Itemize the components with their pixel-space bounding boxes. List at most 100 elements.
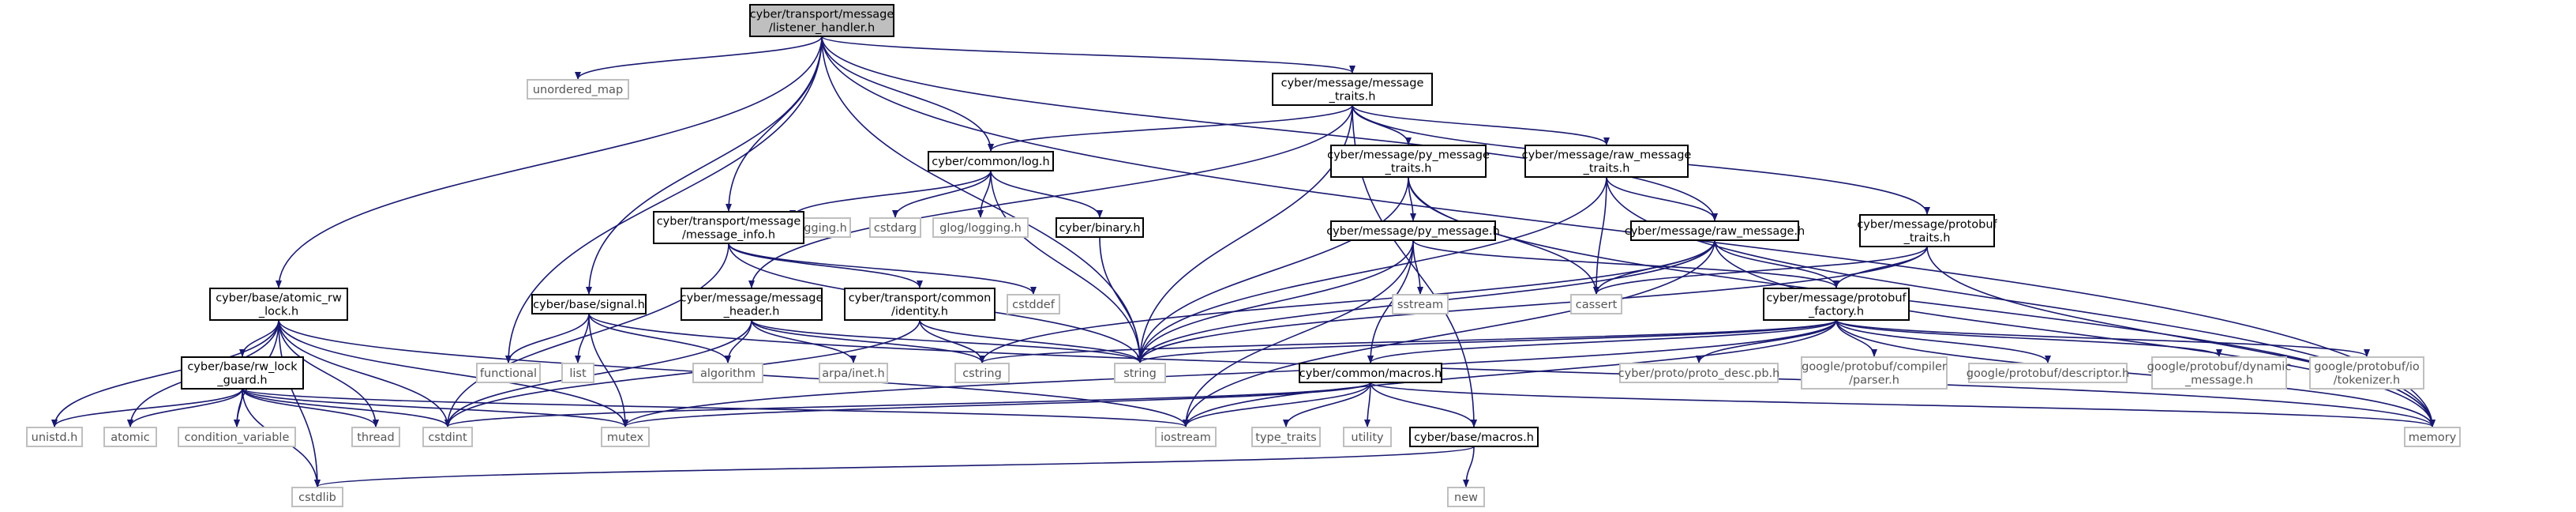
- node-box: [351, 427, 400, 447]
- node-box: [1155, 427, 1217, 447]
- edge-root-to-atomicrw: [276, 36, 823, 288]
- node-label: cyber/base/macros.h: [1414, 431, 1534, 444]
- edge-identity-to-cstdint: [444, 319, 921, 427]
- node-box: [1272, 73, 1433, 106]
- node-label: google/protobuf/compiler: [1802, 361, 1947, 374]
- node-label: cyber/message/protobuf: [1766, 292, 1907, 305]
- node-binary[interactable]: cyber/binary.h: [1056, 217, 1144, 238]
- edge-pymsg-to-iostream: [1183, 239, 1414, 427]
- node-pbtraits[interactable]: cyber/message/protobuf_traits.h: [1857, 214, 1998, 247]
- node-basemacros[interactable]: cyber/base/macros.h: [1409, 427, 1539, 447]
- node-box: [653, 211, 804, 244]
- node-label: cyber/message/py_message: [1327, 149, 1490, 162]
- node-box: [844, 288, 996, 321]
- edge-pbfactory-to-mutex: [622, 319, 1837, 427]
- node-label: google/protobuf/io: [2314, 361, 2420, 374]
- edge-rwguard-to-cstdint: [242, 388, 451, 427]
- node-label: cyber/base/atomic_rw: [216, 292, 342, 305]
- node-mtraits[interactable]: cyber/message/message_traits.h: [1272, 73, 1433, 106]
- edge-rawtraits-to-cassert: [1593, 176, 1607, 295]
- edge-pbfactory-to-macros: [1367, 319, 1837, 363]
- node-cstdint: cstdint: [422, 427, 473, 447]
- node-log[interactable]: cyber/common/log.h: [928, 151, 1054, 171]
- node-label: thread: [357, 431, 395, 444]
- node-rawtraits[interactable]: cyber/message/raw_message_traits.h: [1522, 145, 1692, 178]
- node-rawmsg[interactable]: cyber/message/raw_message.h: [1625, 220, 1805, 241]
- node-label: cyber/common/log.h: [932, 156, 1049, 168]
- node-box: [181, 356, 304, 390]
- node-label: _factory.h: [1808, 306, 1864, 318]
- edge-macros-to-mutex: [622, 382, 1371, 427]
- edge-log-to-binary: [990, 170, 1103, 218]
- edge-pbfactory-to-gpcparser: [1835, 319, 1877, 357]
- node-label: _traits.h: [1903, 232, 1951, 245]
- node-pbfactory[interactable]: cyber/message/protobuf_factory.h: [1763, 288, 1910, 321]
- node-label: /identity.h: [891, 306, 948, 318]
- node-atomicrw[interactable]: cyber/base/atomic_rw_lock.h: [209, 288, 348, 321]
- node-typetraits: type_traits: [1251, 427, 1321, 447]
- node-box: [1007, 294, 1060, 314]
- node-mutex: mutex: [601, 427, 650, 447]
- edge-basemacros-to-cstdlib: [314, 446, 1475, 488]
- node-cstdlib: cstdlib: [291, 487, 343, 507]
- node-root[interactable]: cyber/transport/message/listener_handler…: [749, 4, 894, 37]
- edge-pbfactory-to-gpdyn: [1835, 319, 2222, 357]
- node-pymsg[interactable]: cyber/message/py_message.h: [1326, 220, 1500, 241]
- edge-msgheader-to-arpa: [751, 319, 857, 363]
- node-label: iostream: [1161, 431, 1211, 444]
- node-msginfo[interactable]: cyber/transport/message/message_info.h: [653, 211, 804, 244]
- node-label: /message_info.h: [682, 229, 775, 242]
- node-identity[interactable]: cyber/transport/common/identity.h: [844, 288, 996, 321]
- node-box: [1409, 427, 1539, 447]
- edge-macros-to-cstdint: [444, 382, 1371, 427]
- node-label: _traits.h: [1583, 163, 1630, 175]
- node-label: unordered_map: [533, 84, 623, 96]
- node-label: cyber/common/macros.h: [1299, 367, 1442, 380]
- node-box: [681, 288, 823, 321]
- node-box: [1447, 487, 1485, 507]
- edge-pymsg-to-pbfactory: [1412, 239, 1839, 288]
- node-label: cyber/transport/common: [849, 292, 992, 305]
- node-box: [531, 294, 647, 314]
- node-label: _traits.h: [1329, 91, 1376, 104]
- node-label: cyber/base/rw_lock: [187, 361, 298, 374]
- node-string: string: [1114, 363, 1166, 383]
- edge-rwguard-to-thread: [242, 388, 379, 427]
- node-label: cyber/base/signal.h: [533, 299, 645, 311]
- edge-atomicrw-to-mutex: [278, 319, 628, 427]
- node-msgheader[interactable]: cyber/message/message_header.h: [681, 288, 823, 321]
- node-box: [1299, 363, 1442, 383]
- edge-signal-to-functional: [505, 313, 590, 363]
- edge-atomicrw-to-cstdint: [278, 319, 451, 427]
- edge-macros-to-utility: [1364, 382, 1371, 427]
- node-utility: utility: [1343, 427, 1392, 447]
- node-cstring: cstring: [954, 363, 1010, 383]
- edge-pbfactory-to-gpio: [1835, 319, 2370, 357]
- node-rwguard[interactable]: cyber/base/rw_lock_guard.h: [181, 356, 304, 390]
- node-cstddef: cstddef: [1007, 294, 1060, 314]
- node-label: cstdarg: [874, 222, 917, 235]
- edge-root-to-msginfo: [726, 36, 823, 212]
- edge-root-to-signal: [586, 36, 823, 295]
- node-label: cstring: [962, 367, 1002, 380]
- edge-rwguard-to-iostream: [242, 388, 1189, 427]
- node-cassert: cassert: [1570, 294, 1622, 314]
- node-box: [928, 151, 1054, 171]
- node-macros[interactable]: cyber/common/macros.h: [1299, 363, 1442, 383]
- node-condvar: condition_variable: [178, 427, 296, 447]
- node-box: [476, 363, 541, 383]
- node-label: new: [1454, 491, 1478, 504]
- node-new: new: [1447, 487, 1485, 507]
- node-box: [291, 487, 343, 507]
- node-pytraits[interactable]: cyber/message/py_message_traits.h: [1327, 145, 1490, 178]
- node-label: /parser.h: [1849, 375, 1899, 387]
- node-signal[interactable]: cyber/base/signal.h: [531, 294, 647, 314]
- edge-pytraits-to-string: [1137, 176, 1409, 363]
- edges-layer: [51, 36, 2435, 488]
- edge-pbtraits-to-memory: [1926, 246, 2435, 427]
- node-box: [2404, 427, 2461, 447]
- edge-mtraits-to-rawtraits: [1352, 104, 1610, 145]
- edge-rawtraits-to-rawmsg: [1606, 176, 1718, 221]
- node-atomic: atomic: [103, 427, 157, 447]
- edge-root-to-unordered_map: [575, 36, 823, 80]
